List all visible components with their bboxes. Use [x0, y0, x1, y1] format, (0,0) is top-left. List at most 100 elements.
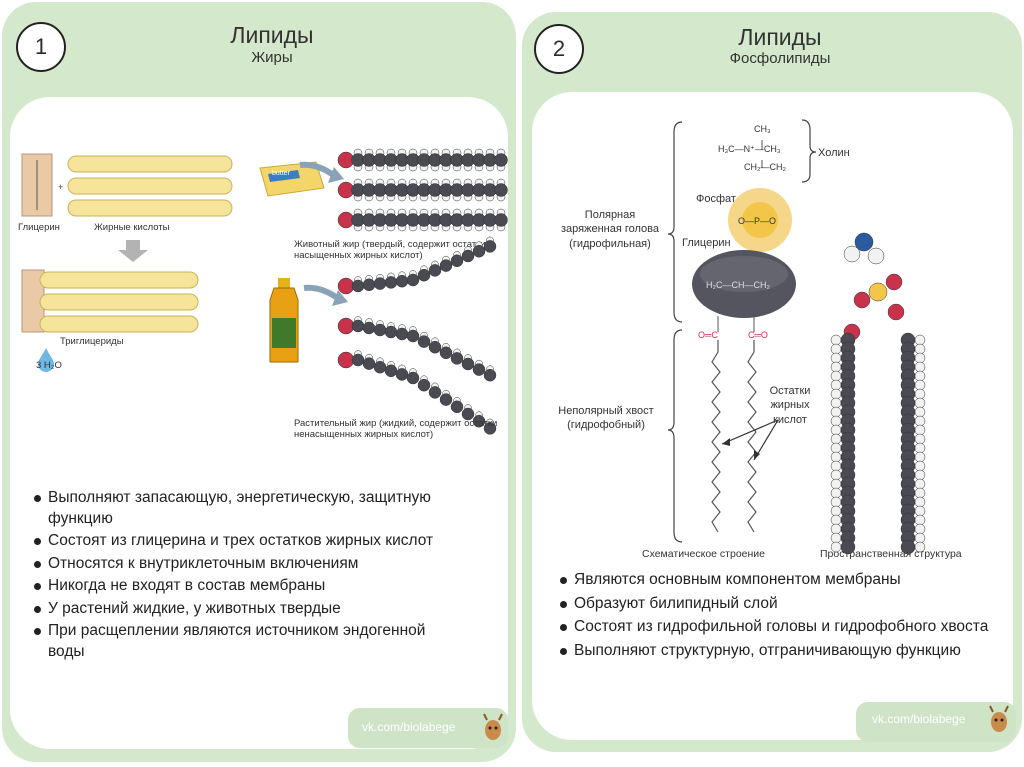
footer-link[interactable]: vk.com/biolabege — [362, 720, 455, 734]
choline-formula: H₃C—N⁺—CH₃ — [718, 144, 781, 155]
water-label: 3 H₂O — [36, 360, 62, 371]
card-phospholipids: 2 Липиды Фосфолипиды CH₃ H₃C—N⁺—CH₃ CH₂—… — [522, 12, 1022, 752]
carbon-atom — [484, 369, 496, 381]
carbon-atom — [451, 352, 463, 364]
list-item: Относятся к внутриклеточным включениям — [32, 554, 482, 575]
carbon-atom — [363, 358, 375, 370]
glycerol-label: Глицерин — [18, 222, 60, 233]
hydrogen-atom — [915, 524, 925, 534]
carbon-atom — [484, 240, 496, 252]
deer-logo-icon — [986, 704, 1012, 736]
oxygen-atom — [854, 292, 870, 308]
phosphate-formula: O—P—O — [738, 216, 776, 227]
hydrogen-atom — [831, 479, 841, 489]
hydrogen-atom — [831, 515, 841, 525]
hydrogen-atom — [915, 461, 925, 471]
butter-label: butter — [272, 170, 290, 178]
carbon-atom — [429, 264, 441, 276]
hydrogen-atom — [844, 246, 860, 262]
carbon-atom — [473, 245, 485, 257]
hydrogen-atom — [915, 533, 925, 543]
glycerol-formula: H₂C—CH—CH₂ — [706, 280, 770, 291]
list-item: Выполняют структурную, отграничивающую ф… — [558, 641, 974, 662]
hydrogen-atom — [915, 344, 925, 354]
carbon-atom — [374, 361, 386, 373]
carbon-atom — [418, 336, 430, 348]
hydrogen-atom — [868, 248, 884, 264]
hydrogen-atom — [831, 461, 841, 471]
card-subtitle: Жиры — [182, 49, 362, 66]
hydrogen-atom — [915, 488, 925, 498]
hydrogen-atom — [831, 470, 841, 480]
hydrogen-atom — [831, 425, 841, 435]
list-item: Никогда не входят в состав мембраны — [32, 576, 482, 597]
carbon-atom — [440, 347, 452, 359]
carbon-atom — [440, 394, 452, 406]
carbon-atom — [429, 386, 441, 398]
ester-right: C═O — [748, 330, 768, 341]
hydrogen-atom — [915, 416, 925, 426]
hydrogen-atom — [831, 389, 841, 399]
hydrogen-atom — [831, 443, 841, 453]
list-item: Выполняют запасающую, энергетическую, за… — [32, 488, 448, 529]
list-item: Являются основным компонентом мембраны — [558, 570, 998, 591]
hydrogen-atom — [831, 362, 841, 372]
hydrogen-atom — [915, 434, 925, 444]
phosphorus-atom — [869, 283, 887, 301]
hydrogen-atom — [915, 479, 925, 489]
carbon-atom — [374, 278, 386, 290]
phospholipid-spatial-model — [818, 222, 948, 552]
carbon-atom — [407, 274, 419, 286]
oxygen-atom — [338, 318, 354, 334]
hydrogen-atom — [831, 371, 841, 381]
carbon-atom — [363, 322, 375, 334]
carbon-atom — [440, 260, 452, 272]
carbon-atom — [901, 540, 915, 554]
fatty-acids-label: Жирные кислоты — [94, 222, 169, 233]
polar-head-label: Полярная заряженная голова (гидрофильная… — [554, 208, 666, 251]
carbon-atom — [462, 250, 474, 262]
hydrogen-atom — [831, 452, 841, 462]
bullet-list: Являются основным компонентом мембраны О… — [558, 570, 998, 661]
hydrogen-atom — [831, 488, 841, 498]
hydrogen-atom — [831, 335, 841, 345]
oil-bottle-icon — [264, 278, 304, 364]
carbon-atom — [407, 330, 419, 342]
hydrogen-atom — [831, 524, 841, 534]
carbon-atom — [396, 275, 408, 287]
carbon-atom — [462, 358, 474, 370]
carbon-atom — [385, 276, 397, 288]
hydrogen-atom — [831, 506, 841, 516]
hydrogen-atom — [831, 407, 841, 417]
hydrogen-atom — [915, 389, 925, 399]
carbon-atom — [418, 269, 430, 281]
carbon-atom — [841, 540, 855, 554]
bullet-list: Выполняют запасающую, энергетическую, за… — [32, 488, 482, 662]
carbon-atom — [385, 326, 397, 338]
hydrogen-atom — [915, 398, 925, 408]
carbon-atom — [418, 379, 430, 391]
oxygen-atom — [886, 274, 902, 290]
hydrogen-atom — [831, 344, 841, 354]
carbon-atom — [451, 255, 463, 267]
hydrogen-atom — [831, 353, 841, 363]
hydrogen-atom — [915, 515, 925, 525]
card-fats: 1 Липиды Жиры + Глицерин Жирные кислоты … — [2, 2, 516, 762]
nonpolar-tail-label: Неполярный хвост (гидрофобный) — [550, 404, 662, 433]
hydrogen-atom — [915, 353, 925, 363]
hydrogen-atom — [831, 533, 841, 543]
phosphate-label: Фосфат — [696, 192, 736, 206]
footer-link[interactable]: vk.com/biolabege — [872, 712, 965, 726]
carbon-atom — [352, 354, 364, 366]
hydrogen-atom — [915, 335, 925, 345]
hydrogen-atom — [915, 452, 925, 462]
carbon-atom — [495, 184, 508, 197]
carbon-atom — [429, 341, 441, 353]
triglyceride-formation-diagram: + — [22, 152, 242, 382]
hydrogen-atom — [915, 425, 925, 435]
carbon-atom — [352, 320, 364, 332]
carbon-atom — [363, 279, 375, 291]
oxygen-atom — [338, 278, 354, 294]
unsaturated-fat-molecule — [336, 264, 516, 414]
hydrogen-atom — [915, 497, 925, 507]
